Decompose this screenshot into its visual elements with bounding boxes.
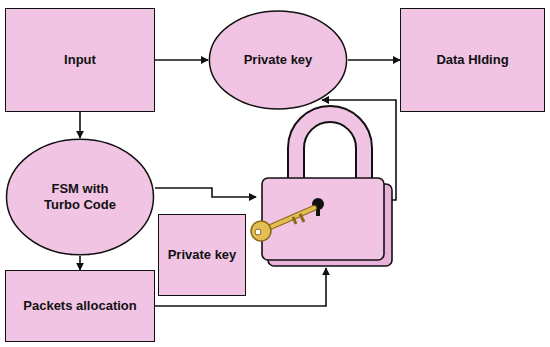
lock-shackle xyxy=(296,114,364,186)
key-handle xyxy=(251,221,271,241)
flow-arrow xyxy=(79,112,81,138)
node-label: Private key xyxy=(244,52,313,68)
lock-body xyxy=(262,178,384,260)
key-handle-hole xyxy=(255,229,261,235)
flow-arrow xyxy=(348,59,400,61)
node-label: Input xyxy=(64,52,96,68)
node-label: Data HIding xyxy=(436,52,508,68)
key-circle: Private key xyxy=(208,10,348,110)
process-box: Packets allocation xyxy=(5,270,155,342)
ellipse-outline xyxy=(7,139,154,255)
lock-shackle xyxy=(296,114,364,186)
input-box: Input xyxy=(5,8,155,112)
flow-arrow xyxy=(155,59,208,61)
node-label: Packets allocation xyxy=(23,298,136,314)
keyhole xyxy=(316,204,320,216)
key-shaft xyxy=(268,208,314,228)
node-label: Private key xyxy=(168,247,237,263)
output-box: Data HIding xyxy=(400,8,545,112)
ellipse-outline xyxy=(209,11,346,109)
key-box: Private key xyxy=(158,214,246,296)
node-label: FSM with Turbo Code xyxy=(39,181,121,214)
key-shaft xyxy=(268,208,314,228)
encoder-circle: FSM with Turbo Code xyxy=(5,138,155,256)
wire-to-lock xyxy=(155,188,256,197)
flow-arrow xyxy=(79,256,81,270)
key-bit xyxy=(293,214,304,224)
